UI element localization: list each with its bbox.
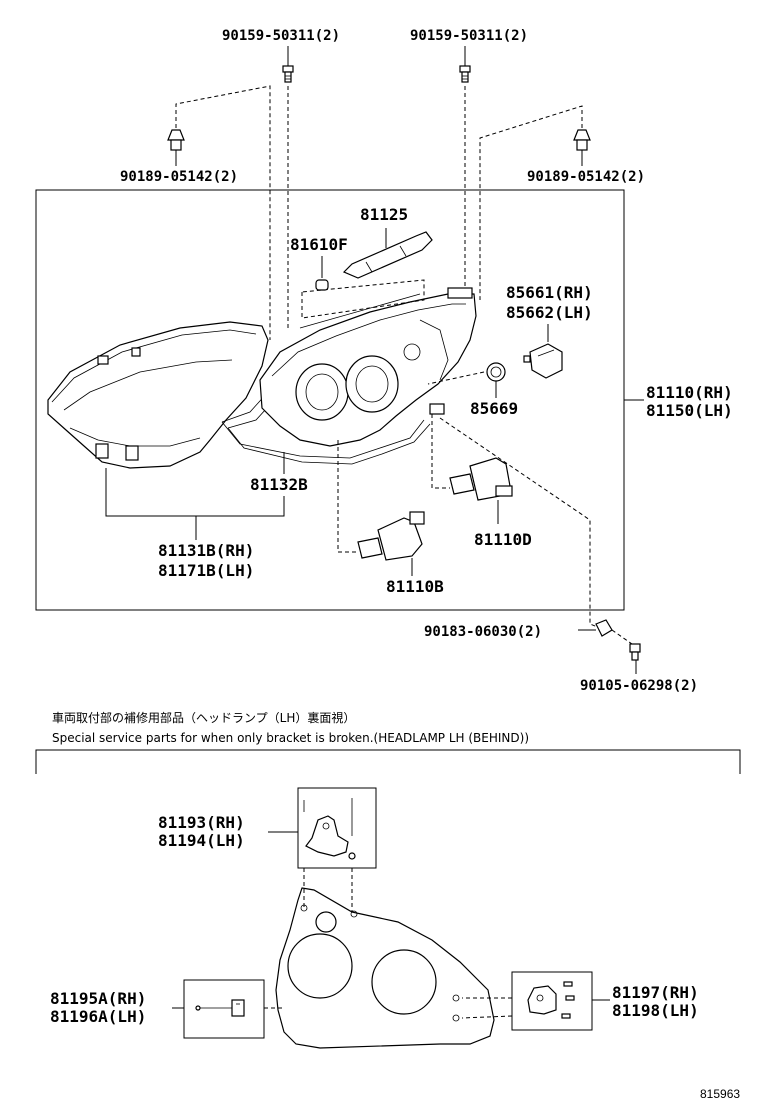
bracket-icon: [303, 798, 356, 860]
screw-icon: [629, 643, 641, 661]
part-label-81125[interactable]: 81125: [360, 205, 408, 224]
part-label-90189-left[interactable]: 90189-05142(2): [120, 169, 238, 185]
screw-icon: [282, 65, 294, 83]
note-japanese: 車両取付部の補修用部品（ヘッドランプ（LH）裏面視）: [52, 710, 355, 725]
headlight-bulb-icon: [357, 511, 425, 561]
bracket-81195A-box: [183, 979, 265, 1039]
part-label-81195A[interactable]: 81195A(RH): [50, 989, 146, 1008]
headlight-bulb-icon: [449, 457, 513, 501]
part-label-81132B[interactable]: 81132B: [250, 475, 308, 494]
headlamp-rear-housing-shape: [275, 887, 495, 1049]
bracket-81193-box: [297, 787, 377, 869]
bracket-icon: [527, 981, 575, 1019]
clip-nut-icon: [167, 129, 185, 151]
part-label-81110B[interactable]: 81110B: [386, 577, 444, 596]
part-label-90189-right[interactable]: 90189-05142(2): [527, 169, 645, 185]
part-label-85661[interactable]: 85661(RH): [506, 283, 593, 302]
o-ring-icon: [486, 362, 506, 382]
part-label-81150[interactable]: 81150(LH): [646, 401, 733, 420]
part-label-81110[interactable]: 81110(RH): [646, 383, 733, 402]
part-label-81196A[interactable]: 81196A(LH): [50, 1007, 146, 1026]
clip-nut-icon: [573, 129, 591, 151]
screw-icon: [459, 65, 471, 83]
bracket-icon: [195, 999, 245, 1017]
part-label-81197[interactable]: 81197(RH): [612, 983, 699, 1002]
part-label-81610F[interactable]: 81610F: [290, 235, 348, 254]
part-label-90159-right[interactable]: 90159-50311(2): [410, 28, 528, 44]
part-label-85662[interactable]: 85662(LH): [506, 303, 593, 322]
bracket-81197-box: [511, 971, 593, 1031]
part-label-81110D[interactable]: 81110D: [474, 530, 532, 549]
socket-connector-icon: [523, 343, 563, 379]
part-label-81131B[interactable]: 81131B(RH): [158, 541, 254, 560]
part-label-81171B[interactable]: 81171B(LH): [158, 561, 254, 580]
part-label-81193[interactable]: 81193(RH): [158, 813, 245, 832]
wedge-bulb-icon: [315, 279, 329, 291]
headlamp-lens-shape: [47, 321, 269, 469]
side-marker-bulb-icon: [342, 231, 433, 279]
part-label-81194[interactable]: 81194(LH): [158, 831, 245, 850]
diagram-id: 815963: [700, 1087, 740, 1101]
note-english: Special service parts for when only brac…: [52, 731, 529, 745]
part-label-85669[interactable]: 85669: [470, 399, 518, 418]
part-label-90105[interactable]: 90105-06298(2): [580, 678, 698, 694]
part-label-90159-left[interactable]: 90159-50311(2): [222, 28, 340, 44]
headlamp-housing-shape: [259, 287, 477, 447]
clip-nut-icon: [595, 619, 613, 637]
part-label-90183[interactable]: 90183-06030(2): [424, 624, 542, 640]
bottom-section-frame: [35, 749, 741, 774]
part-label-81198[interactable]: 81198(LH): [612, 1001, 699, 1020]
